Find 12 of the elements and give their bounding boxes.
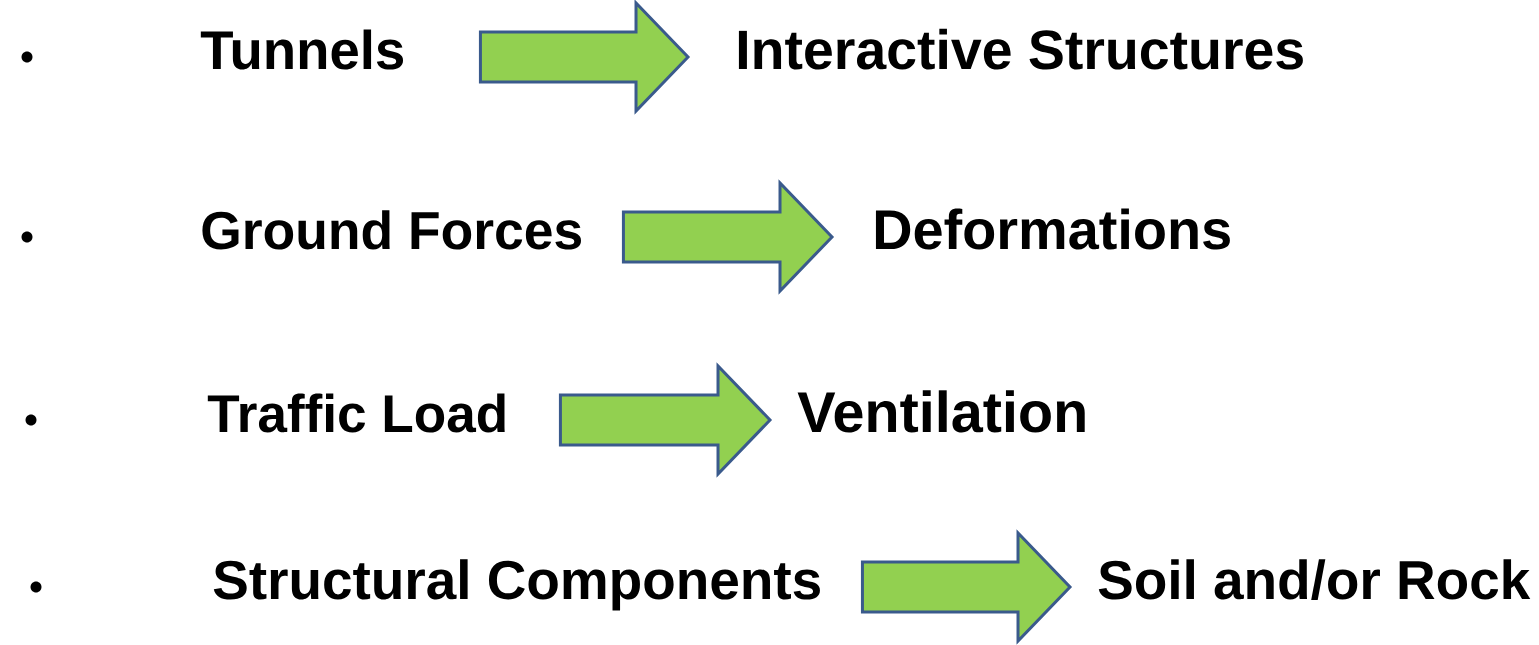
label-text: Soil and/or Rock [1098, 559, 1531, 601]
block-arrow [860, 529, 1073, 645]
label-text: Ground Forces [202, 210, 581, 250]
label-text: Traffic Load [207, 393, 505, 433]
label-text: Ventilation [797, 390, 1085, 433]
label-text: Tunnels [200, 29, 404, 70]
block-arrow [478, 0, 691, 115]
label-text: Structural Components [213, 559, 820, 611]
block-arrow [558, 362, 773, 478]
label-text: Interactive Structures [738, 28, 1303, 70]
label-text: Deformations [875, 208, 1230, 250]
block-arrow [621, 179, 835, 295]
